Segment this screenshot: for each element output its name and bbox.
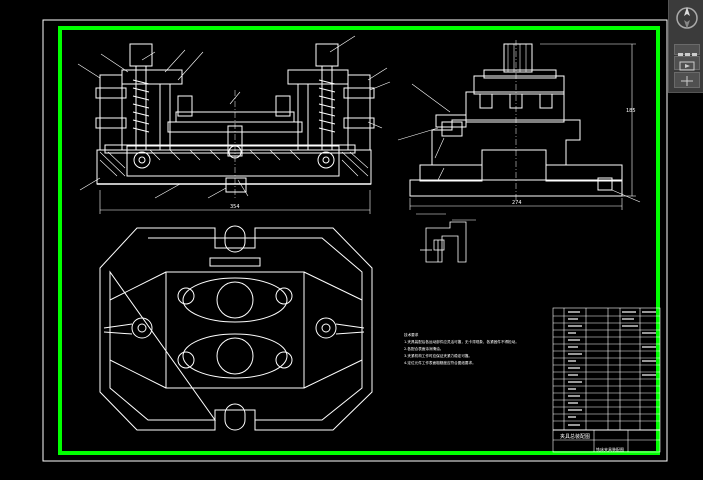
dimension-label: 354	[230, 204, 240, 210]
drawing-frame	[58, 26, 660, 455]
zoom-grid-icon[interactable]	[674, 44, 700, 58]
title-block-drawing-name: 铣床夹具装配图	[596, 447, 624, 452]
navigation-compass-icon[interactable]	[673, 4, 701, 32]
side-view	[397, 40, 641, 210]
showmotion-icon[interactable]	[674, 56, 700, 71]
dimension-labels: 354 274 185	[230, 108, 636, 210]
note-line: 4.定位元件工作表面粗糙度应符合图纸要求。	[404, 361, 476, 365]
technical-notes: 技术要求 1.夹具装配后各运动部件应灵活可靠，无卡滞现象，各紧固件不得松动。 2…	[404, 332, 519, 367]
front-view	[77, 35, 391, 214]
pan-icon[interactable]	[674, 72, 700, 88]
title-block-title: 夹具总装配图	[560, 434, 591, 440]
dimension-label: 185	[626, 108, 636, 114]
top-view	[99, 225, 373, 431]
title-block	[552, 307, 661, 453]
detail-view	[416, 213, 476, 263]
note-line: 3.夹紧机构工作时应保证夹紧力稳定可靠。	[404, 354, 473, 358]
viewport-border	[42, 19, 668, 462]
note-line: 2.各配合表面涂润滑油。	[404, 347, 444, 351]
dimension-label: 274	[512, 200, 522, 206]
note-line: 1.夹具装配后各运动部件应灵活可靠，无卡滞现象，各紧固件不得松动。	[404, 340, 519, 344]
notes-title: 技术要求	[404, 333, 419, 337]
navigation-bar[interactable]	[668, 0, 703, 93]
